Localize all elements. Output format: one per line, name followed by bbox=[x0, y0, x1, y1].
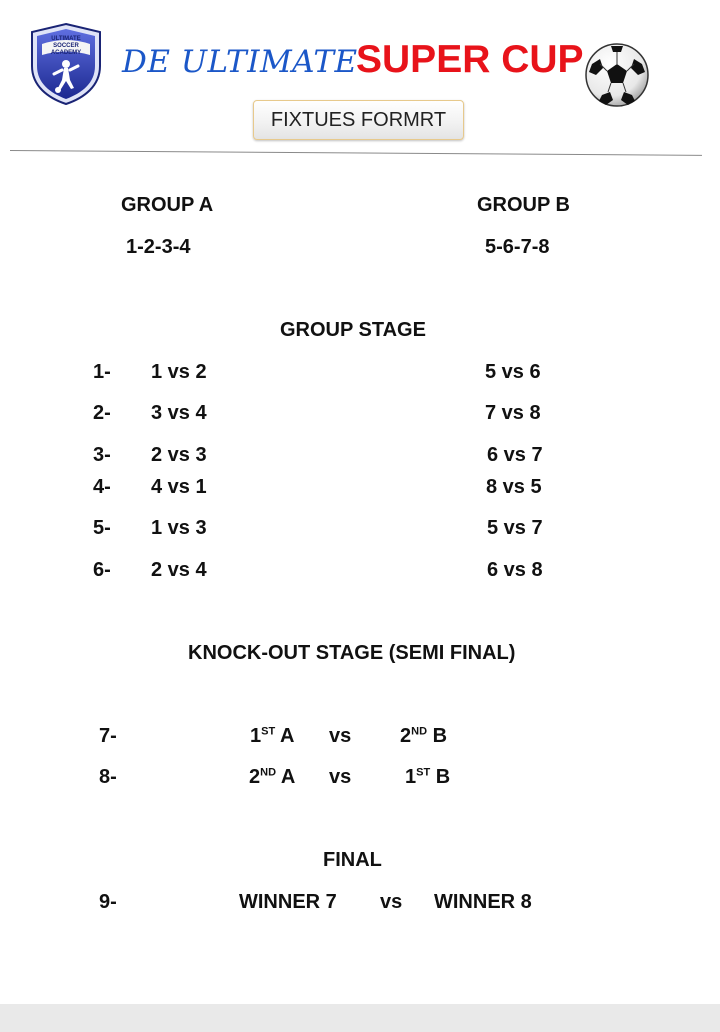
group-b-match: 5 vs 6 bbox=[485, 361, 541, 383]
match-number: 2- bbox=[93, 402, 111, 424]
semi-right-team: 1ST B bbox=[405, 766, 451, 788]
final-right-team: WINNER 8 bbox=[434, 891, 532, 913]
vs-label: vs bbox=[329, 766, 352, 788]
group-b-title: GROUP B bbox=[477, 194, 570, 216]
group-a-title: GROUP A bbox=[121, 194, 214, 216]
group-a-match: 1 vs 3 bbox=[151, 517, 207, 539]
document-page: ULTIMATE SOCCER ACADEMY DE ULTIMATE SUPE… bbox=[9, 22, 702, 913]
vs-label: vs bbox=[380, 891, 403, 913]
knockout-heading: KNOCK-OUT STAGE (SEMI FINAL) bbox=[188, 642, 516, 664]
group-b-match: 5 vs 7 bbox=[487, 517, 543, 539]
header-divider bbox=[9, 150, 702, 156]
match-number: 4- bbox=[93, 476, 111, 498]
group-b-match: 6 vs 7 bbox=[487, 444, 543, 466]
group-a-match: 4 vs 1 bbox=[151, 476, 207, 498]
semi-left-team: 2ND A bbox=[249, 766, 296, 788]
group-b-match: 6 vs 8 bbox=[487, 559, 543, 581]
format-label: FIXTUES FORMRT bbox=[270, 108, 447, 131]
final-heading: FINAL bbox=[323, 849, 382, 871]
group-a-match: 2 vs 4 bbox=[151, 559, 207, 581]
viewer-bottom-strip bbox=[0, 1004, 720, 1032]
match-number: 3- bbox=[93, 444, 111, 466]
semi-left-team: 1ST A bbox=[250, 725, 295, 747]
group-b-match: 7 vs 8 bbox=[485, 402, 541, 424]
logo-text: ULTIMATE SOCCER ACADEMY bbox=[50, 36, 82, 56]
match-number: 9- bbox=[99, 891, 117, 913]
group-a-match: 1 vs 2 bbox=[151, 361, 207, 383]
title-script: DE ULTIMATE bbox=[122, 44, 358, 80]
match-number: 5- bbox=[93, 517, 111, 539]
format-label-box: FIXTUES FORMRT bbox=[253, 100, 464, 140]
group-a-match: 3 vs 4 bbox=[151, 402, 207, 424]
title-bold: SUPER CUP bbox=[356, 38, 584, 81]
soccer-ball-icon bbox=[585, 43, 649, 107]
academy-logo bbox=[31, 22, 101, 106]
match-number: 7- bbox=[99, 725, 117, 747]
vs-label: vs bbox=[329, 725, 352, 747]
group-stage-heading: GROUP STAGE bbox=[280, 319, 426, 341]
match-number: 6- bbox=[93, 559, 111, 581]
match-number: 1- bbox=[93, 361, 111, 383]
group-a-teams: 1-2-3-4 bbox=[126, 236, 191, 258]
match-number: 8- bbox=[99, 766, 117, 788]
semi-right-team: 2ND B bbox=[400, 725, 448, 747]
group-a-match: 2 vs 3 bbox=[151, 444, 207, 466]
group-b-teams: 5-6-7-8 bbox=[485, 236, 550, 258]
final-left-team: WINNER 7 bbox=[239, 891, 337, 913]
group-b-match: 8 vs 5 bbox=[486, 476, 542, 498]
